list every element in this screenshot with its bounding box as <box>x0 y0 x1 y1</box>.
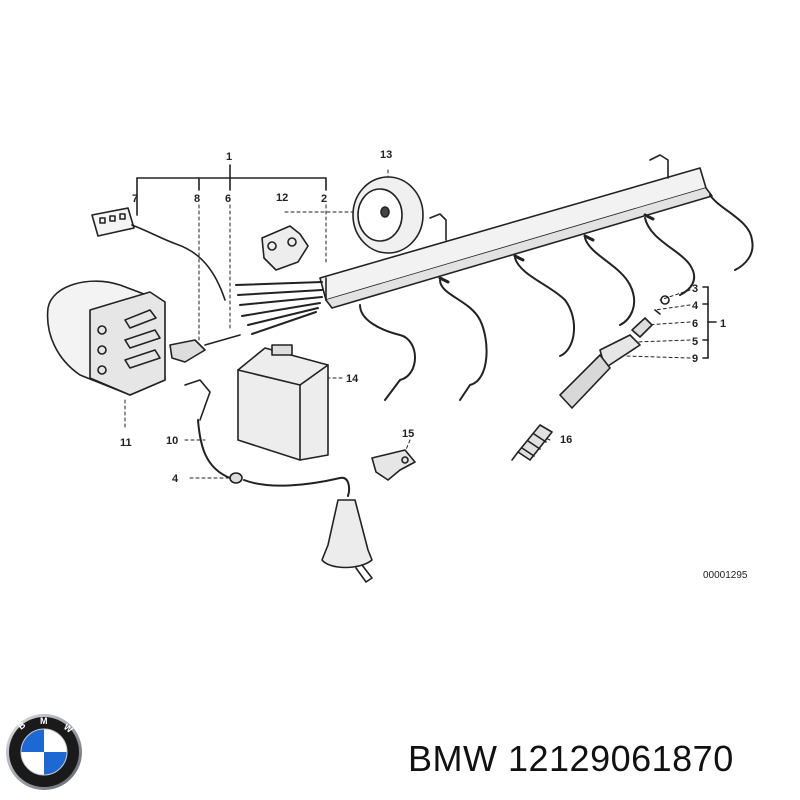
diagram-reference-code: 00001295 <box>703 570 748 581</box>
coil-lead-connector <box>169 334 241 363</box>
callout-6-right: 6 <box>692 318 698 330</box>
callout-bracket-top <box>136 164 327 216</box>
callout-10: 10 <box>166 435 178 447</box>
spark-plug <box>511 424 553 461</box>
spark-plug-leads <box>359 194 754 401</box>
callout-11: 11 <box>120 437 132 449</box>
callout-13: 13 <box>380 149 392 161</box>
connector-plug <box>91 207 226 301</box>
part-number-title: BMW 12129061870 <box>408 738 734 779</box>
callout-2: 2 <box>321 193 327 205</box>
distributor-cap <box>46 280 166 396</box>
callout-16: 16 <box>560 434 572 446</box>
cable-bundle <box>235 281 323 335</box>
callout-bracket-right <box>702 286 717 359</box>
sensor-bracket <box>261 225 309 271</box>
callout-12: 12 <box>276 192 288 204</box>
callout-3: 3 <box>692 283 698 295</box>
svg-text:M: M <box>40 716 48 726</box>
spark-plug-boot <box>559 295 670 409</box>
bmw-logo: B M W <box>6 714 82 790</box>
ignition-coil-box <box>237 344 329 461</box>
callout-labels: 1 7 8 6 2 12 13 3 4 6 1 5 9 14 11 10 4 1… <box>120 149 748 581</box>
pulley-ring <box>352 176 424 254</box>
mounting-clip <box>371 449 416 481</box>
callout-6-top: 6 <box>225 193 231 205</box>
callout-4-left: 4 <box>172 473 179 485</box>
ignition-lead-rail <box>319 154 713 309</box>
callout-8: 8 <box>194 193 200 205</box>
callout-1-right: 1 <box>720 318 726 330</box>
callout-15: 15 <box>402 428 414 440</box>
svg-text:B: B <box>16 719 28 731</box>
callout-9: 9 <box>692 353 698 365</box>
sensor-lead <box>184 379 373 583</box>
callout-4-right: 4 <box>692 300 699 312</box>
callout-1-top: 1 <box>226 151 232 163</box>
callout-7: 7 <box>132 193 138 205</box>
callout-5: 5 <box>692 336 698 348</box>
callout-14: 14 <box>346 373 359 385</box>
